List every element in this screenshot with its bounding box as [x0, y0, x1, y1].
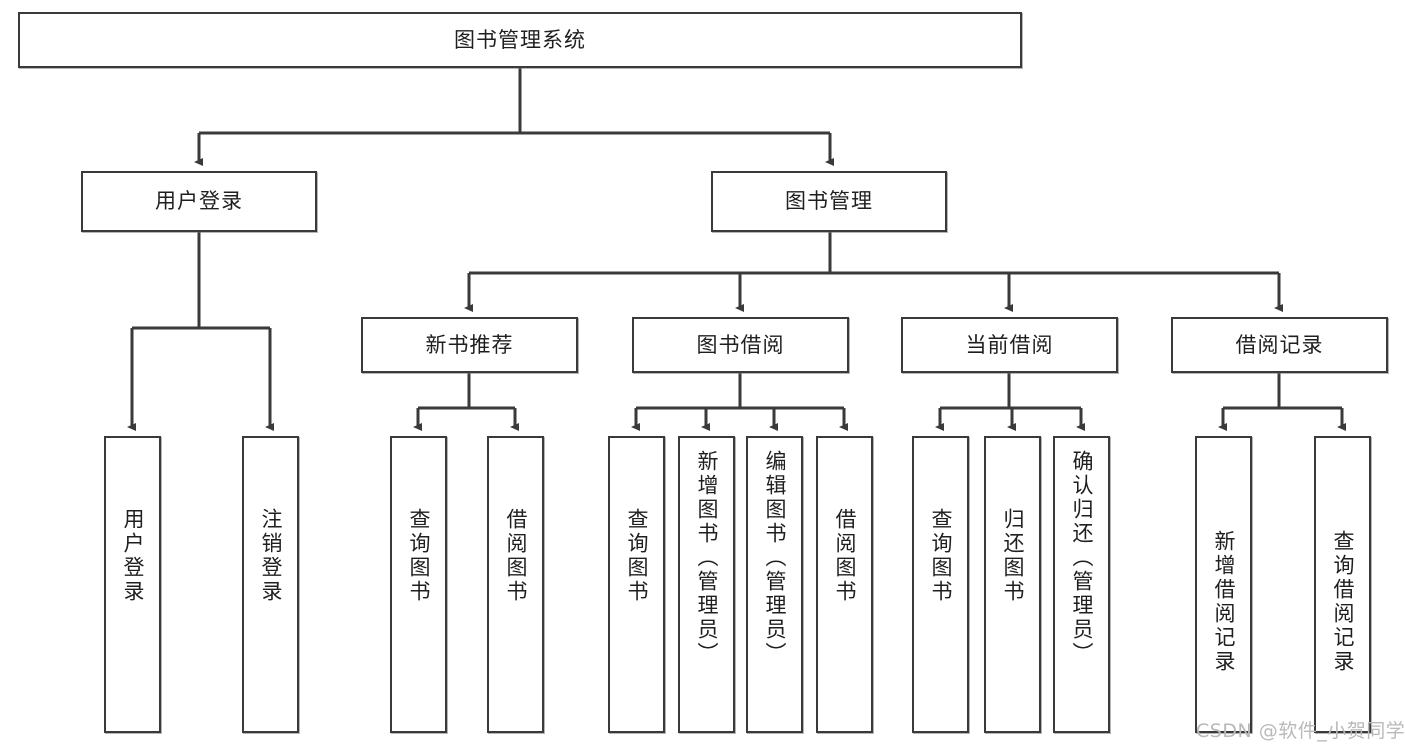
- node-new-book-rec-label: 新书推荐: [425, 332, 514, 357]
- node-leaf-query-book-rec-label: 查询图书: [407, 508, 431, 604]
- node-leaf-edit-book-label: 编辑图书（管理员）: [763, 450, 787, 666]
- node-leaf-query-record[interactable]: 查询借阅记录: [1314, 436, 1371, 733]
- node-leaf-confirm-return[interactable]: 确认归还（管理员）: [1053, 436, 1110, 733]
- node-leaf-query-book-borrow-label: 查询图书: [625, 508, 649, 604]
- node-leaf-query-record-label: 查询借阅记录: [1331, 530, 1355, 674]
- node-leaf-confirm-return-label: 确认归还（管理员）: [1070, 450, 1094, 666]
- node-leaf-query-book-current-label: 查询图书: [929, 508, 953, 604]
- node-borrow-record[interactable]: 借阅记录: [1171, 317, 1388, 373]
- node-leaf-add-book-label: 新增图书（管理员）: [695, 450, 719, 666]
- node-leaf-return-book[interactable]: 归还图书: [984, 436, 1041, 733]
- node-current-borrow-label: 当前借阅: [965, 332, 1054, 357]
- node-leaf-add-record[interactable]: 新增借阅记录: [1195, 436, 1252, 733]
- node-book-borrow-label: 图书借阅: [696, 332, 785, 357]
- node-leaf-add-book[interactable]: 新增图书（管理员）: [678, 436, 735, 733]
- node-leaf-user-login[interactable]: 用户登录: [104, 436, 161, 733]
- watermark: CSDN @软件_小贺同学: [1196, 720, 1405, 742]
- node-current-borrow[interactable]: 当前借阅: [901, 317, 1118, 373]
- node-borrow-record-label: 借阅记录: [1235, 332, 1324, 357]
- node-leaf-add-record-label: 新增借阅记录: [1212, 530, 1236, 674]
- node-new-book-rec[interactable]: 新书推荐: [361, 317, 578, 373]
- node-leaf-edit-book[interactable]: 编辑图书（管理员）: [746, 436, 803, 733]
- node-leaf-query-book-rec[interactable]: 查询图书: [390, 436, 447, 733]
- node-leaf-borrow-book[interactable]: 借阅图书: [816, 436, 873, 733]
- node-leaf-borrow-book-label: 借阅图书: [833, 508, 857, 604]
- node-book-manage[interactable]: 图书管理: [711, 171, 947, 232]
- node-leaf-user-login-label: 用户登录: [121, 508, 145, 604]
- node-root-label: 图书管理系统: [454, 27, 586, 52]
- node-leaf-user-logout-label: 注销登录: [259, 508, 283, 604]
- node-book-manage-label: 图书管理: [785, 189, 873, 214]
- node-leaf-borrow-book-rec[interactable]: 借阅图书: [487, 436, 544, 733]
- node-user-login-label: 用户登录: [155, 189, 243, 214]
- node-leaf-user-logout[interactable]: 注销登录: [242, 436, 299, 733]
- node-leaf-borrow-book-rec-label: 借阅图书: [504, 508, 528, 604]
- node-leaf-return-book-label: 归还图书: [1001, 508, 1025, 604]
- node-leaf-query-book-current[interactable]: 查询图书: [912, 436, 969, 733]
- node-root[interactable]: 图书管理系统: [18, 12, 1022, 68]
- node-leaf-query-book-borrow[interactable]: 查询图书: [608, 436, 665, 733]
- node-book-borrow[interactable]: 图书借阅: [632, 317, 849, 373]
- node-user-login[interactable]: 用户登录: [81, 171, 317, 232]
